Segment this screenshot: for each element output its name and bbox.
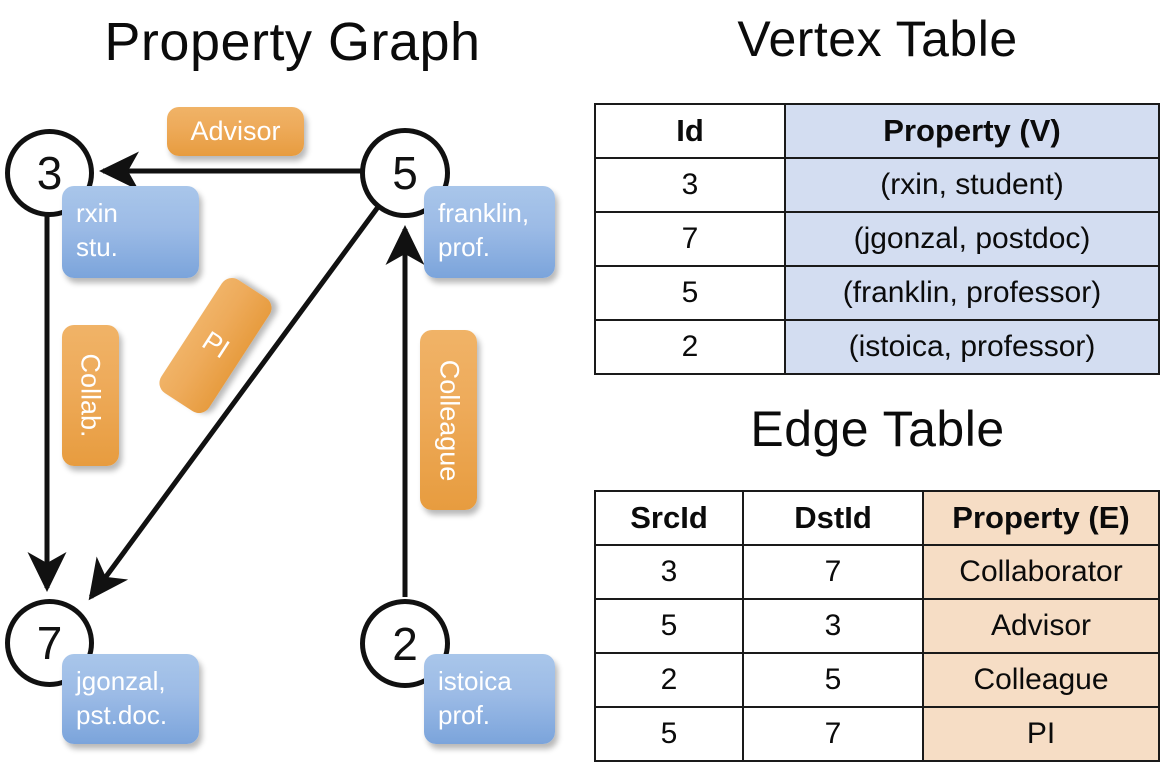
- table-row[interactable]: 5 (franklin, professor): [594, 265, 1160, 321]
- vertex-table-cell-property: (jgonzal, postdoc): [784, 211, 1160, 267]
- property-graph-panel: Property Graph 3 5 7 2 rxin stu.: [0, 0, 585, 760]
- vertex-table-cell-id: 2: [594, 319, 786, 375]
- page-title-property-graph: Property Graph: [104, 12, 481, 72]
- table-row[interactable]: 2 (istoica, professor): [594, 319, 1160, 375]
- edge-table-cell-property: PI: [922, 706, 1160, 762]
- vertex-label-rxin-line1: rxin: [76, 198, 118, 228]
- vertex-table-header-id: Id: [594, 103, 786, 159]
- edge-table-header-property: Property (E): [922, 490, 1160, 546]
- vertex-label-rxin[interactable]: rxin stu.: [62, 186, 199, 278]
- table-row[interactable]: 7 (jgonzal, postdoc): [594, 211, 1160, 267]
- edge-table-cell-dst: 7: [742, 544, 924, 600]
- table-row[interactable]: 2 5 Colleague: [594, 652, 1160, 708]
- vertex-table-cell-property: (istoica, professor): [784, 319, 1160, 375]
- vertex-table-header-property: Property (V): [784, 103, 1160, 159]
- edge-table-cell-dst: 7: [742, 706, 924, 762]
- vertex-table-cell-property: (franklin, professor): [784, 265, 1160, 321]
- vertex-table-cell-id: 7: [594, 211, 786, 267]
- vertex-label-jgonzal-line2: pst.doc.: [76, 700, 168, 730]
- table-row[interactable]: 3 7 Collaborator: [594, 544, 1160, 600]
- vertex-label-jgonzal-line1: jgonzal,: [76, 666, 166, 696]
- vertex-table-cell-property: (rxin, student): [784, 157, 1160, 213]
- table-row[interactable]: 5 3 Advisor: [594, 598, 1160, 654]
- vertex-label-franklin[interactable]: franklin, prof.: [424, 186, 555, 278]
- edge-table-header-srcid: SrcId: [594, 490, 744, 546]
- table-row[interactable]: 3 (rxin, student): [594, 157, 1160, 213]
- edge-table-cell-property: Collaborator: [922, 544, 1160, 600]
- edge-table-cell-src: 5: [594, 598, 744, 654]
- edge-5-to-7: [88, 205, 381, 601]
- edge-table-cell-src: 5: [594, 706, 744, 762]
- vertex-label-franklin-line1: franklin,: [438, 198, 530, 228]
- edge-table-header-dstid: DstId: [742, 490, 924, 546]
- vertex-table: Id Property (V) 3 (rxin, student) 7 (jgo…: [594, 103, 1160, 375]
- vertex-table-cell-id: 5: [594, 265, 786, 321]
- page-title-edge-table: Edge Table: [750, 401, 1005, 457]
- edge-table-cell-dst: 5: [742, 652, 924, 708]
- edge-table-cell-src: 3: [594, 544, 744, 600]
- vertex-label-jgonzal[interactable]: jgonzal, pst.doc.: [62, 654, 199, 744]
- vertex-table-cell-id: 3: [594, 157, 786, 213]
- edge-label-colleague[interactable]: Colleague: [420, 330, 477, 510]
- edge-label-collab[interactable]: Collab.: [62, 325, 119, 466]
- vertex-label-franklin-line2: prof.: [438, 232, 491, 262]
- edge-table-cell-property: Advisor: [922, 598, 1160, 654]
- edge-label-collab-text: Collab.: [76, 353, 107, 438]
- edge-label-colleague-text: Colleague: [434, 359, 464, 481]
- page-title-vertex-table: Vertex Table: [737, 11, 1018, 67]
- edge-label-pi-text: PI: [196, 325, 235, 365]
- vertex-label-istoica-line1: istoica: [438, 666, 512, 696]
- table-header-row: SrcId DstId Property (E): [594, 490, 1160, 546]
- edge-table-cell-dst: 3: [742, 598, 924, 654]
- vertex-label-istoica[interactable]: istoica prof.: [424, 654, 555, 744]
- edge-table-cell-property: Colleague: [922, 652, 1160, 708]
- graph-node-2[interactable]: 2: [360, 599, 450, 688]
- edge-table-cell-src: 2: [594, 652, 744, 708]
- graph-node-5[interactable]: 5: [360, 128, 450, 218]
- edge-table: SrcId DstId Property (E) 3 7 Collaborato…: [594, 490, 1160, 762]
- edge-label-advisor-text: Advisor: [190, 116, 281, 146]
- table-header-row: Id Property (V): [594, 103, 1160, 159]
- edge-label-advisor[interactable]: Advisor: [167, 107, 304, 156]
- vertex-label-istoica-line2: prof.: [438, 700, 491, 730]
- table-row[interactable]: 5 7 PI: [594, 706, 1160, 762]
- graph-edges-layer: [27, 151, 425, 601]
- vertex-label-rxin-line2: stu.: [76, 232, 118, 262]
